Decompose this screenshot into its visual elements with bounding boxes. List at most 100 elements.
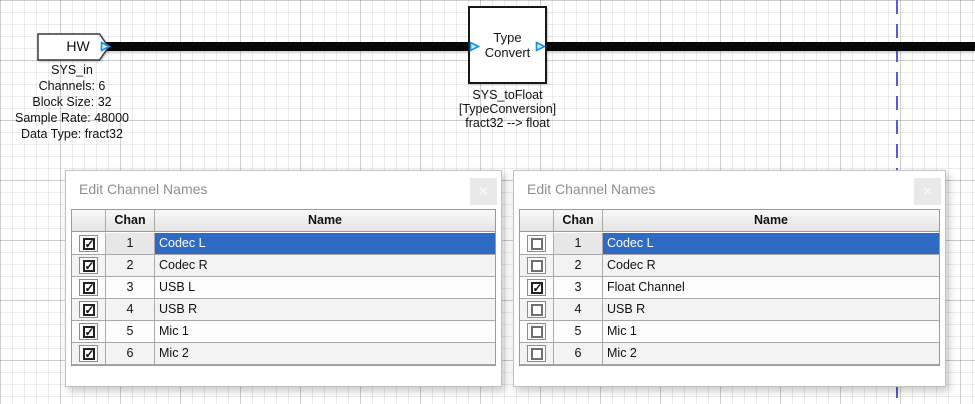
channel-table-header: Chan Name <box>520 210 939 232</box>
channel-enable-cell: ✓ <box>72 255 105 276</box>
channel-name[interactable]: Mic 2 <box>607 346 637 360</box>
block-channels-caption: Channels: 6 <box>38 79 106 93</box>
table-row[interactable]: 2 Codec R <box>520 255 939 277</box>
checked-checkbox-icon[interactable]: ✓ <box>82 236 95 251</box>
channel-table-header: Chan Name <box>72 210 495 232</box>
checkbox-frame <box>527 323 546 340</box>
type-convert-label-line1: Type <box>493 30 522 45</box>
channel-number: 4 <box>105 299 155 320</box>
checkbox-frame <box>527 345 546 362</box>
channel-enable-cell: ✓ <box>72 343 105 364</box>
table-row[interactable]: ✓ 3 USB L <box>72 277 495 299</box>
table-row[interactable]: ✓ 5 Mic 1 <box>72 321 495 343</box>
block-instance-name: SYS_toFloat <box>472 88 543 102</box>
block-type-convert[interactable]: Type Convert <box>468 6 547 84</box>
hw-block-captions: SYS_in Channels: 6 Block Size: 32 Sample… <box>0 62 154 142</box>
dialog-title: Edit Channel Names <box>79 181 208 197</box>
channel-number: 2 <box>105 255 155 276</box>
channel-number: 3 <box>553 277 603 298</box>
checked-checkbox-icon[interactable]: ✓ <box>82 324 95 339</box>
channel-enable-cell: ✓ <box>72 277 105 298</box>
checkbox-frame: ✓ <box>79 345 98 362</box>
channel-name[interactable]: USB R <box>607 302 646 316</box>
channel-number: 5 <box>553 321 603 342</box>
wire-hw-to-typeconvert[interactable] <box>104 42 470 51</box>
hw-block-label: HW <box>66 38 90 54</box>
table-row[interactable]: ✓ 3 Float Channel <box>520 277 939 299</box>
checked-checkbox-icon[interactable]: ✓ <box>82 302 95 317</box>
unchecked-checkbox-icon[interactable] <box>530 259 543 272</box>
checkbox-frame <box>527 235 546 252</box>
channel-number: 1 <box>553 233 603 254</box>
block-instance-name: SYS_in <box>51 63 93 77</box>
type-convert-label-line2: Convert <box>484 45 531 60</box>
name-column-header: Name <box>307 213 343 227</box>
checked-checkbox-icon[interactable]: ✓ <box>82 258 95 273</box>
output-port-icon[interactable] <box>535 41 546 52</box>
table-row[interactable]: ✓ 4 USB R <box>72 299 495 321</box>
channel-name[interactable]: Float Channel <box>607 280 685 294</box>
unchecked-checkbox-icon[interactable] <box>530 325 543 338</box>
channel-name[interactable]: Mic 1 <box>159 324 189 338</box>
block-samplerate-caption: Sample Rate: 48000 <box>15 111 129 125</box>
channel-name[interactable]: USB L <box>159 280 196 294</box>
table-row[interactable]: 5 Mic 1 <box>520 321 939 343</box>
channel-enable-cell <box>520 343 553 364</box>
table-row[interactable]: ✓ 2 Codec R <box>72 255 495 277</box>
channel-enable-cell <box>520 321 553 342</box>
output-port-icon[interactable] <box>100 41 111 52</box>
channel-number: 5 <box>105 321 155 342</box>
channel-name[interactable]: USB R <box>159 302 198 316</box>
channel-enable-cell <box>520 233 553 254</box>
channel-number: 6 <box>105 343 155 364</box>
close-icon[interactable]: × <box>914 178 941 205</box>
checkbox-column-header <box>72 210 105 231</box>
checkbox-frame <box>527 301 546 318</box>
checkbox-frame: ✓ <box>79 301 98 318</box>
close-icon[interactable]: × <box>470 178 497 205</box>
checkbox-frame: ✓ <box>79 323 98 340</box>
unchecked-checkbox-icon[interactable] <box>530 303 543 316</box>
channel-name[interactable]: Mic 1 <box>607 324 637 338</box>
checkbox-frame: ✓ <box>79 279 98 296</box>
checked-checkbox-icon[interactable]: ✓ <box>82 346 95 361</box>
checkbox-frame: ✓ <box>527 279 546 296</box>
table-row[interactable]: ✓ 6 Mic 2 <box>72 343 495 365</box>
channel-enable-cell <box>520 255 553 276</box>
checkbox-frame: ✓ <box>79 235 98 252</box>
channel-name[interactable]: Codec L <box>155 233 495 254</box>
unchecked-checkbox-icon[interactable] <box>530 237 543 250</box>
channel-number: 2 <box>553 255 603 276</box>
wire-typeconvert-output[interactable] <box>545 42 975 51</box>
block-blocksize-caption: Block Size: 32 <box>32 95 112 109</box>
block-sys-in[interactable]: HW <box>37 33 110 61</box>
checked-checkbox-icon[interactable]: ✓ <box>82 280 95 295</box>
channel-name[interactable]: Codec R <box>159 258 208 272</box>
channel-enable-cell: ✓ <box>520 277 553 298</box>
unchecked-checkbox-icon[interactable] <box>530 347 543 360</box>
channel-number: 6 <box>553 343 603 364</box>
channel-number: 1 <box>105 233 155 254</box>
channel-enable-cell: ✓ <box>72 299 105 320</box>
checked-checkbox-icon[interactable]: ✓ <box>530 280 543 295</box>
channel-enable-cell: ✓ <box>72 233 105 254</box>
channel-number: 3 <box>105 277 155 298</box>
channel-enable-cell <box>520 299 553 320</box>
chan-column-header: Chan <box>553 210 603 231</box>
channel-name[interactable]: Codec L <box>603 233 939 254</box>
block-class-caption: [TypeConversion] <box>458 102 557 116</box>
table-row[interactable]: 6 Mic 2 <box>520 343 939 365</box>
block-datatype-caption: Data Type: fract32 <box>21 127 123 141</box>
chan-column-header: Chan <box>105 210 155 231</box>
input-port-icon[interactable] <box>469 41 480 52</box>
channel-name[interactable]: Mic 2 <box>159 346 189 360</box>
channel-name[interactable]: Codec R <box>607 258 656 272</box>
